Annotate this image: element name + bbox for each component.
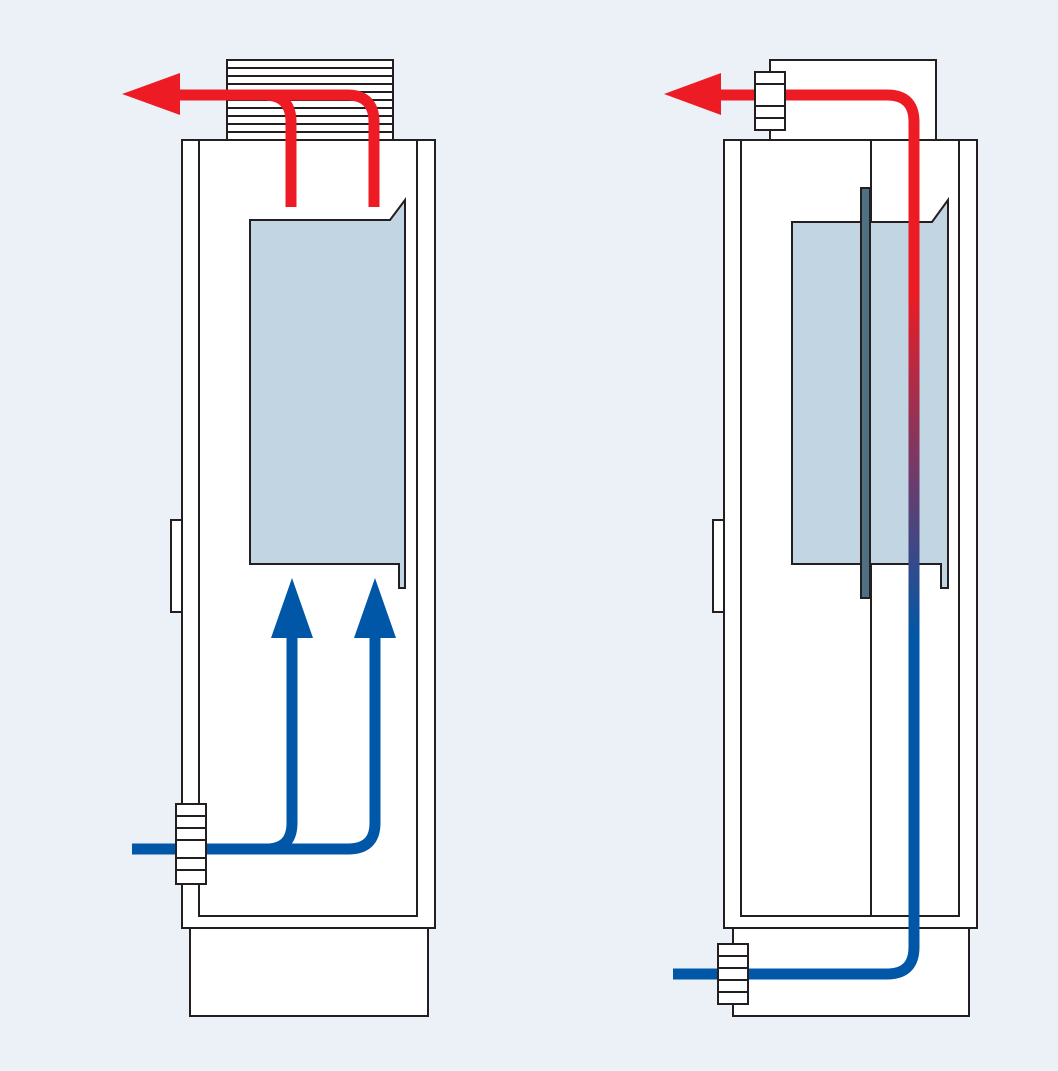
intake-arrow-icon	[271, 578, 313, 638]
cabinet-right-separator-plate	[860, 187, 871, 599]
exhaust-arrow-icon	[664, 73, 721, 115]
cabinet-right-airflow	[664, 73, 920, 980]
intake-arrow-icon	[354, 578, 396, 638]
cabinet-left-hot-exhaust	[122, 73, 380, 207]
cabinet-right-inlet-grommet	[717, 943, 749, 1005]
cabinet-right-inner-frame	[740, 139, 960, 917]
cool-air-duct-2	[132, 630, 381, 855]
hot-air-duct-2	[170, 89, 380, 207]
cabinet-right-outlet-grommet	[754, 71, 786, 131]
cabinet-left-inlet-grommet	[175, 803, 207, 885]
cabinet-left	[122, 59, 436, 1017]
cabinet-right-handle	[712, 519, 725, 613]
cabinet-left-plinth	[189, 927, 429, 1017]
cabinet-left-cool-intake	[132, 578, 396, 855]
airflow-duct	[710, 89, 920, 930]
exhaust-arrow-icon	[122, 73, 180, 115]
cool-air-inlet-duct	[673, 925, 920, 980]
cabinet-left-equipment-module	[249, 197, 406, 589]
cabinet-left-handle	[170, 519, 183, 613]
cabinet-right	[664, 59, 978, 1017]
